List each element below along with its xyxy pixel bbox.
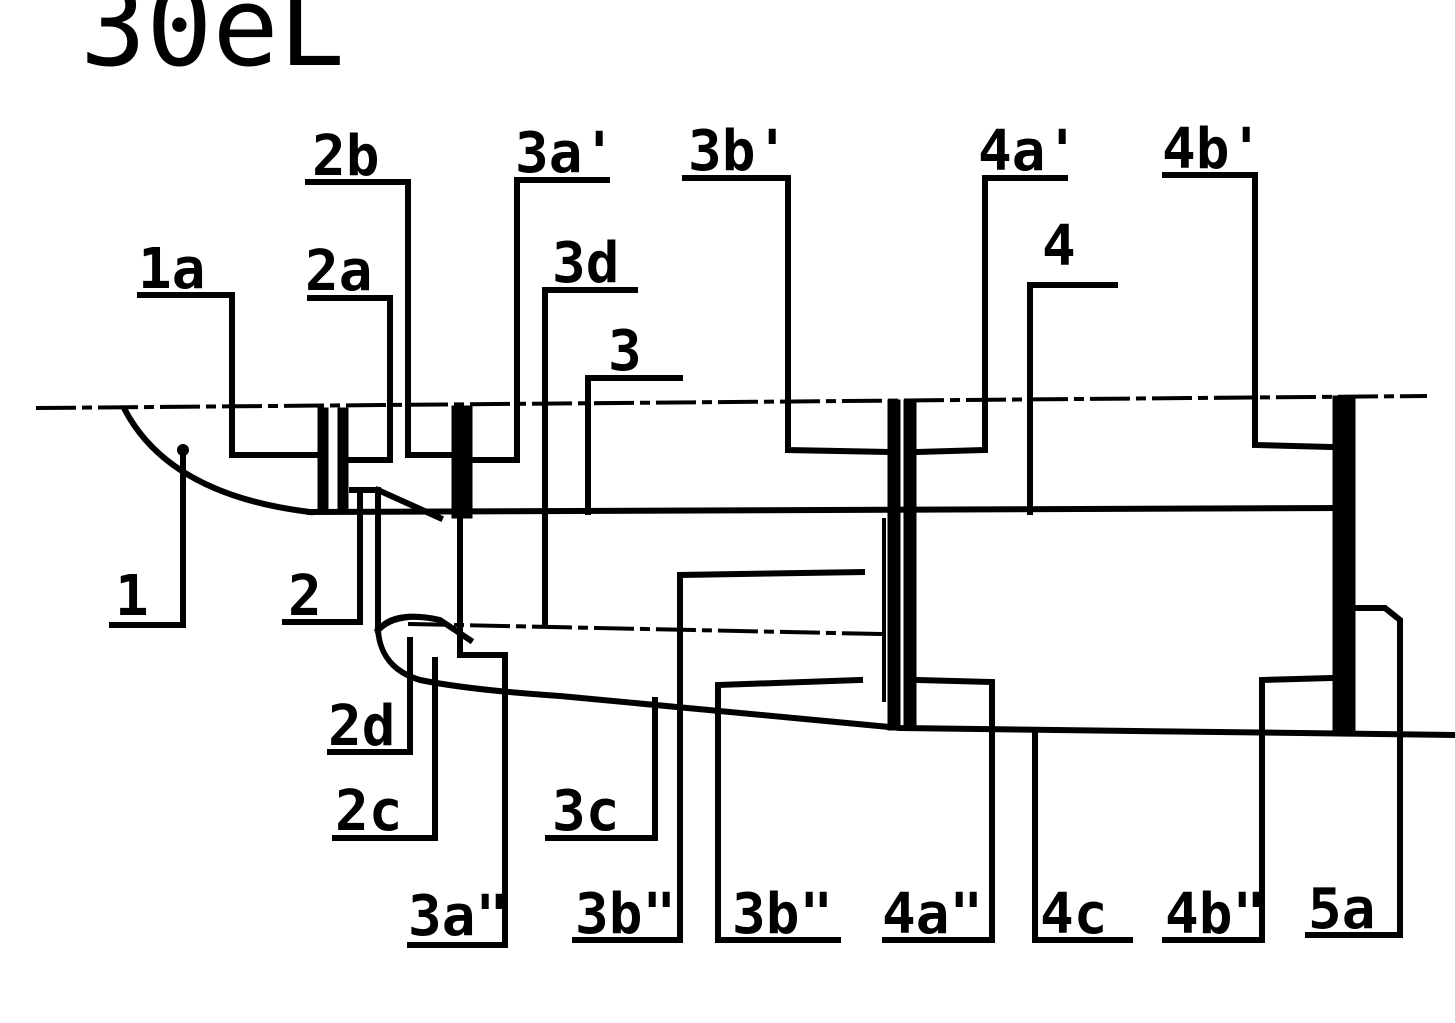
- label-4b-top: 4b': [1162, 117, 1263, 182]
- label-4a-bottom: 4a": [882, 882, 983, 947]
- label-1a: 1a: [138, 237, 205, 302]
- label-3a-bottom: 3a": [408, 884, 509, 949]
- label-3b-bottom-1: 3b": [575, 882, 676, 947]
- label-4a-top: 4a': [978, 119, 1079, 184]
- label-3c: 3c: [552, 779, 619, 844]
- label-3b-top: 3b': [688, 119, 789, 184]
- label-2b: 2b: [312, 124, 379, 189]
- label-2c: 2c: [335, 779, 402, 844]
- label-4b-bottom: 4b": [1165, 882, 1266, 947]
- label-1: 1: [115, 564, 149, 629]
- label-2: 2: [288, 564, 322, 629]
- label-3: 3: [608, 319, 642, 384]
- label-4: 4: [1042, 214, 1076, 279]
- label-4c: 4c: [1040, 882, 1107, 947]
- rotor-4b: [1332, 395, 1356, 735]
- label-5a: 5a: [1308, 877, 1375, 942]
- reference-labels: 1a 1 2a 2b 2 3a' 3d 3 3b' 4a' 4b' 4 2d 2…: [115, 117, 1375, 949]
- figure-caption: 30eL: [80, 0, 345, 91]
- label-3b-bottom-2: 3b": [732, 882, 833, 947]
- label-3d: 3d: [552, 231, 619, 296]
- label-2d: 2d: [328, 694, 395, 759]
- vane-2a: [317, 407, 329, 513]
- center-axis-lines: [35, 393, 1428, 637]
- leader-lines: [109, 172, 1403, 948]
- label-2a: 2a: [305, 239, 372, 304]
- blade-rows: [317, 395, 1403, 938]
- label-3a-top: 3a': [515, 121, 616, 186]
